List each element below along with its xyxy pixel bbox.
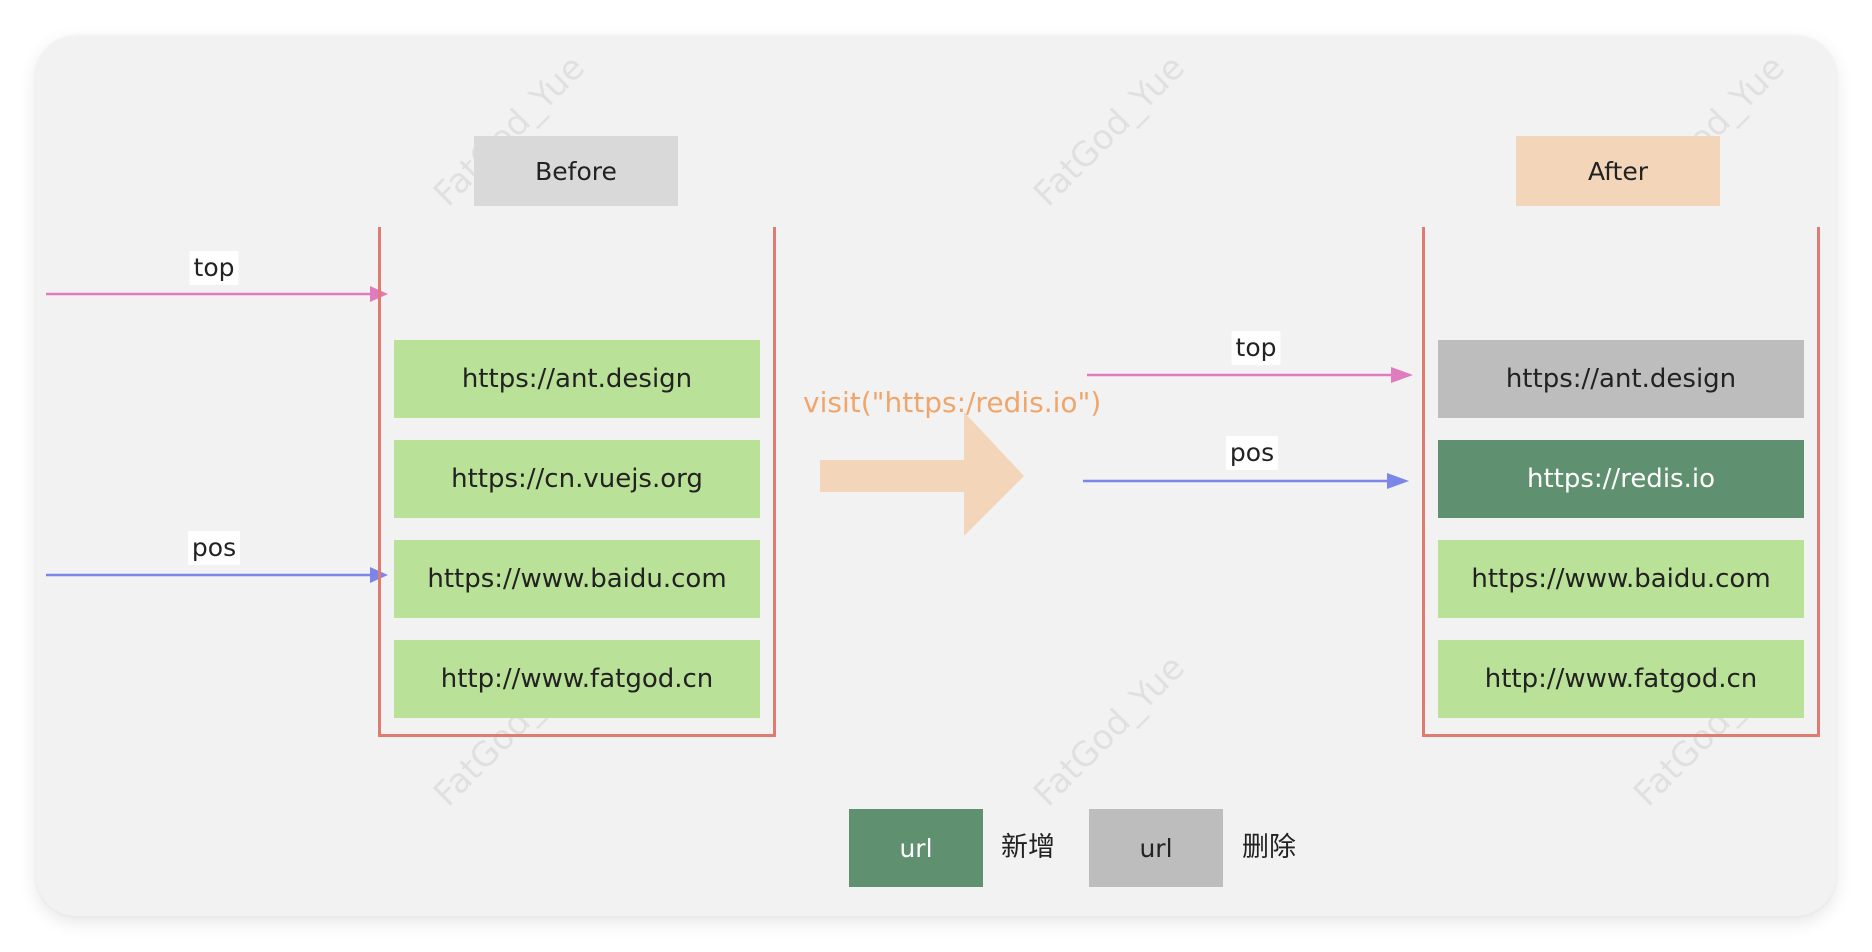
before-stack (378, 227, 776, 737)
before-url-item: https://cn.vuejs.org (394, 440, 760, 518)
pos-label-after: pos (1225, 436, 1279, 470)
top-label-before: top (189, 251, 239, 285)
before-url-item: http://www.fatgod.cn (394, 640, 760, 718)
after-header: After (1516, 136, 1720, 206)
top-label-after: top (1231, 331, 1281, 365)
legend-removed-label: 删除 (1242, 832, 1296, 863)
before-url-item: https://www.baidu.com (394, 540, 760, 618)
before-url-item: https://ant.design (394, 340, 760, 418)
after-url-item: http://www.fatgod.cn (1438, 640, 1804, 718)
diagram-canvas: FatGod_Yue FatGod_Yue FatGod_Yue FatGod_… (36, 36, 1836, 916)
operation-label: visit("https:/redis.io") (803, 386, 1102, 419)
legend-added-label: 新增 (1001, 832, 1055, 863)
after-url-item-removed: https://ant.design (1438, 340, 1804, 418)
legend-removed-swatch: url (1089, 809, 1223, 887)
arrows-layer (46, 286, 1413, 583)
legend-added-swatch: url (849, 809, 983, 887)
pos-label-before: pos (187, 531, 241, 565)
before-header: Before (474, 136, 678, 206)
after-url-item: https://www.baidu.com (1438, 540, 1804, 618)
transition-arrow (820, 412, 1024, 536)
top-arrowhead-after (1391, 367, 1413, 383)
after-stack (1422, 227, 1820, 737)
pos-arrowhead-after (1387, 473, 1409, 489)
after-url-item-added: https://redis.io (1438, 440, 1804, 518)
